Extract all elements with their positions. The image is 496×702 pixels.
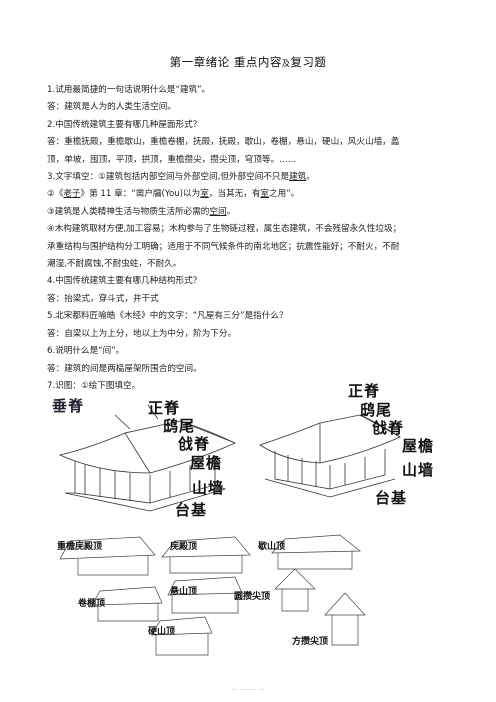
label-wuyan: 屋檐 [190,454,223,472]
label-xieshanding: 歇山顶 [258,542,286,552]
line: 6.说明什么是“间”。 [47,346,125,357]
page-title: 第一章绪论 重点内容及复习题 [169,55,327,69]
line: 3.文字填空：①建筑包括内部空间与外部空间,但外部空间不只是建筑。 [47,172,315,183]
label-shanqiang: 山墙 [192,479,225,497]
label-zhengji: 正脊 [148,399,181,417]
label-wuyan-2: 屋檐 [402,437,435,455]
temple-right-drawing [259,414,401,498]
label-qiangji-2: 戗脊 [372,419,405,437]
line: 潮湿,不耐腐蚀,不耐虫蛀，不耐久。 [47,259,182,270]
label-xuanshanding: 悬山顶 [170,587,198,597]
label-taiji: 台基 [175,501,208,519]
label-yuan-cuanjianding: 圆攒尖顶 [234,592,271,602]
line: 答：建筑是人为的人类生活空间。 [47,102,176,113]
line: 答：抬梁式，穿斗式，井干式 [47,293,159,304]
line: 5.北宋都料匠喻皓《木经》中的文字：“凡屋有三分”是指什么？ [47,311,288,322]
line: ③建筑是人类精神生活与物质生活所必需的空间。 [47,206,236,217]
line: 答：自梁以上为上分，地以上为中分，阶为下分。 [47,328,237,339]
figures: 垂脊 正脊 鸱尾 戗脊 屋檐 山墙 台基 正脊 鸱尾 戗脊 屋檐 山墙 台基 重… [30,382,470,673]
label-juanpengding: 卷棚顶 [78,599,106,609]
label-chiwei: 鸱尾 [163,417,196,435]
line: 4.中国传统建筑主要有哪几种结构形式？ [47,276,202,287]
footer-watermark: ~~ ~~~~~ ~~ [231,687,265,692]
label-chongyan-wudianding: 重檐庑殿顶 [57,542,103,552]
label-fang-cuanjianding: 方攒尖顶 [292,637,329,647]
label-shanqiang-2: 山墙 [402,461,435,479]
line: 答：建筑的间是两榀屋架所围合的空间。 [47,363,202,374]
roof-types-drawing [60,534,366,656]
line: 7.识图：①绘下图填空。 [47,380,141,391]
line: 1.试用最简捷的一句话说明什么是“建筑”。 [47,85,211,95]
label-chiwei-2: 鸱尾 [360,401,393,419]
line: 承重结构与围护结构分工明确；适用于不同气候条件的南北地区；抗震性能好；不耐火，不… [47,241,400,252]
questions-body: 1.试用最简捷的一句话说明什么是“建筑”。 答：建筑是人为的人类生活空间。 2.… [47,82,461,395]
line: 2.中国传统建筑主要有哪几种屋面形式？ [47,119,202,130]
label-wudianding: 庑殿顶 [170,542,198,552]
label-chuiji: 垂脊 [52,397,85,415]
label-zhengji-2: 正脊 [348,382,381,400]
line: 顶，单坡，囤顶，平顶，拱顶，重檐攒尖，攒尖顶，穹顶等。…… [47,154,297,165]
temple-left-drawing [58,404,236,512]
label-yingshanding: 硬山顶 [148,627,176,637]
line: 答：重檐抚殿，重檐歇山，重檐卷棚，抚殿，抚殿，歇山，卷棚，悬山，硬山，风火山墙，… [47,137,400,148]
line: ②《老子》第 11 章：“凿户牖(You)以为室，当其无，有室之用”。 [47,189,300,200]
label-taiji-2: 台基 [375,489,408,507]
label-qiangji: 戗脊 [178,435,211,453]
line: ④木构建筑取材方便,加工容易；木构参与了生物链过程，属生态建筑，不会残留永久性垃… [47,224,402,235]
